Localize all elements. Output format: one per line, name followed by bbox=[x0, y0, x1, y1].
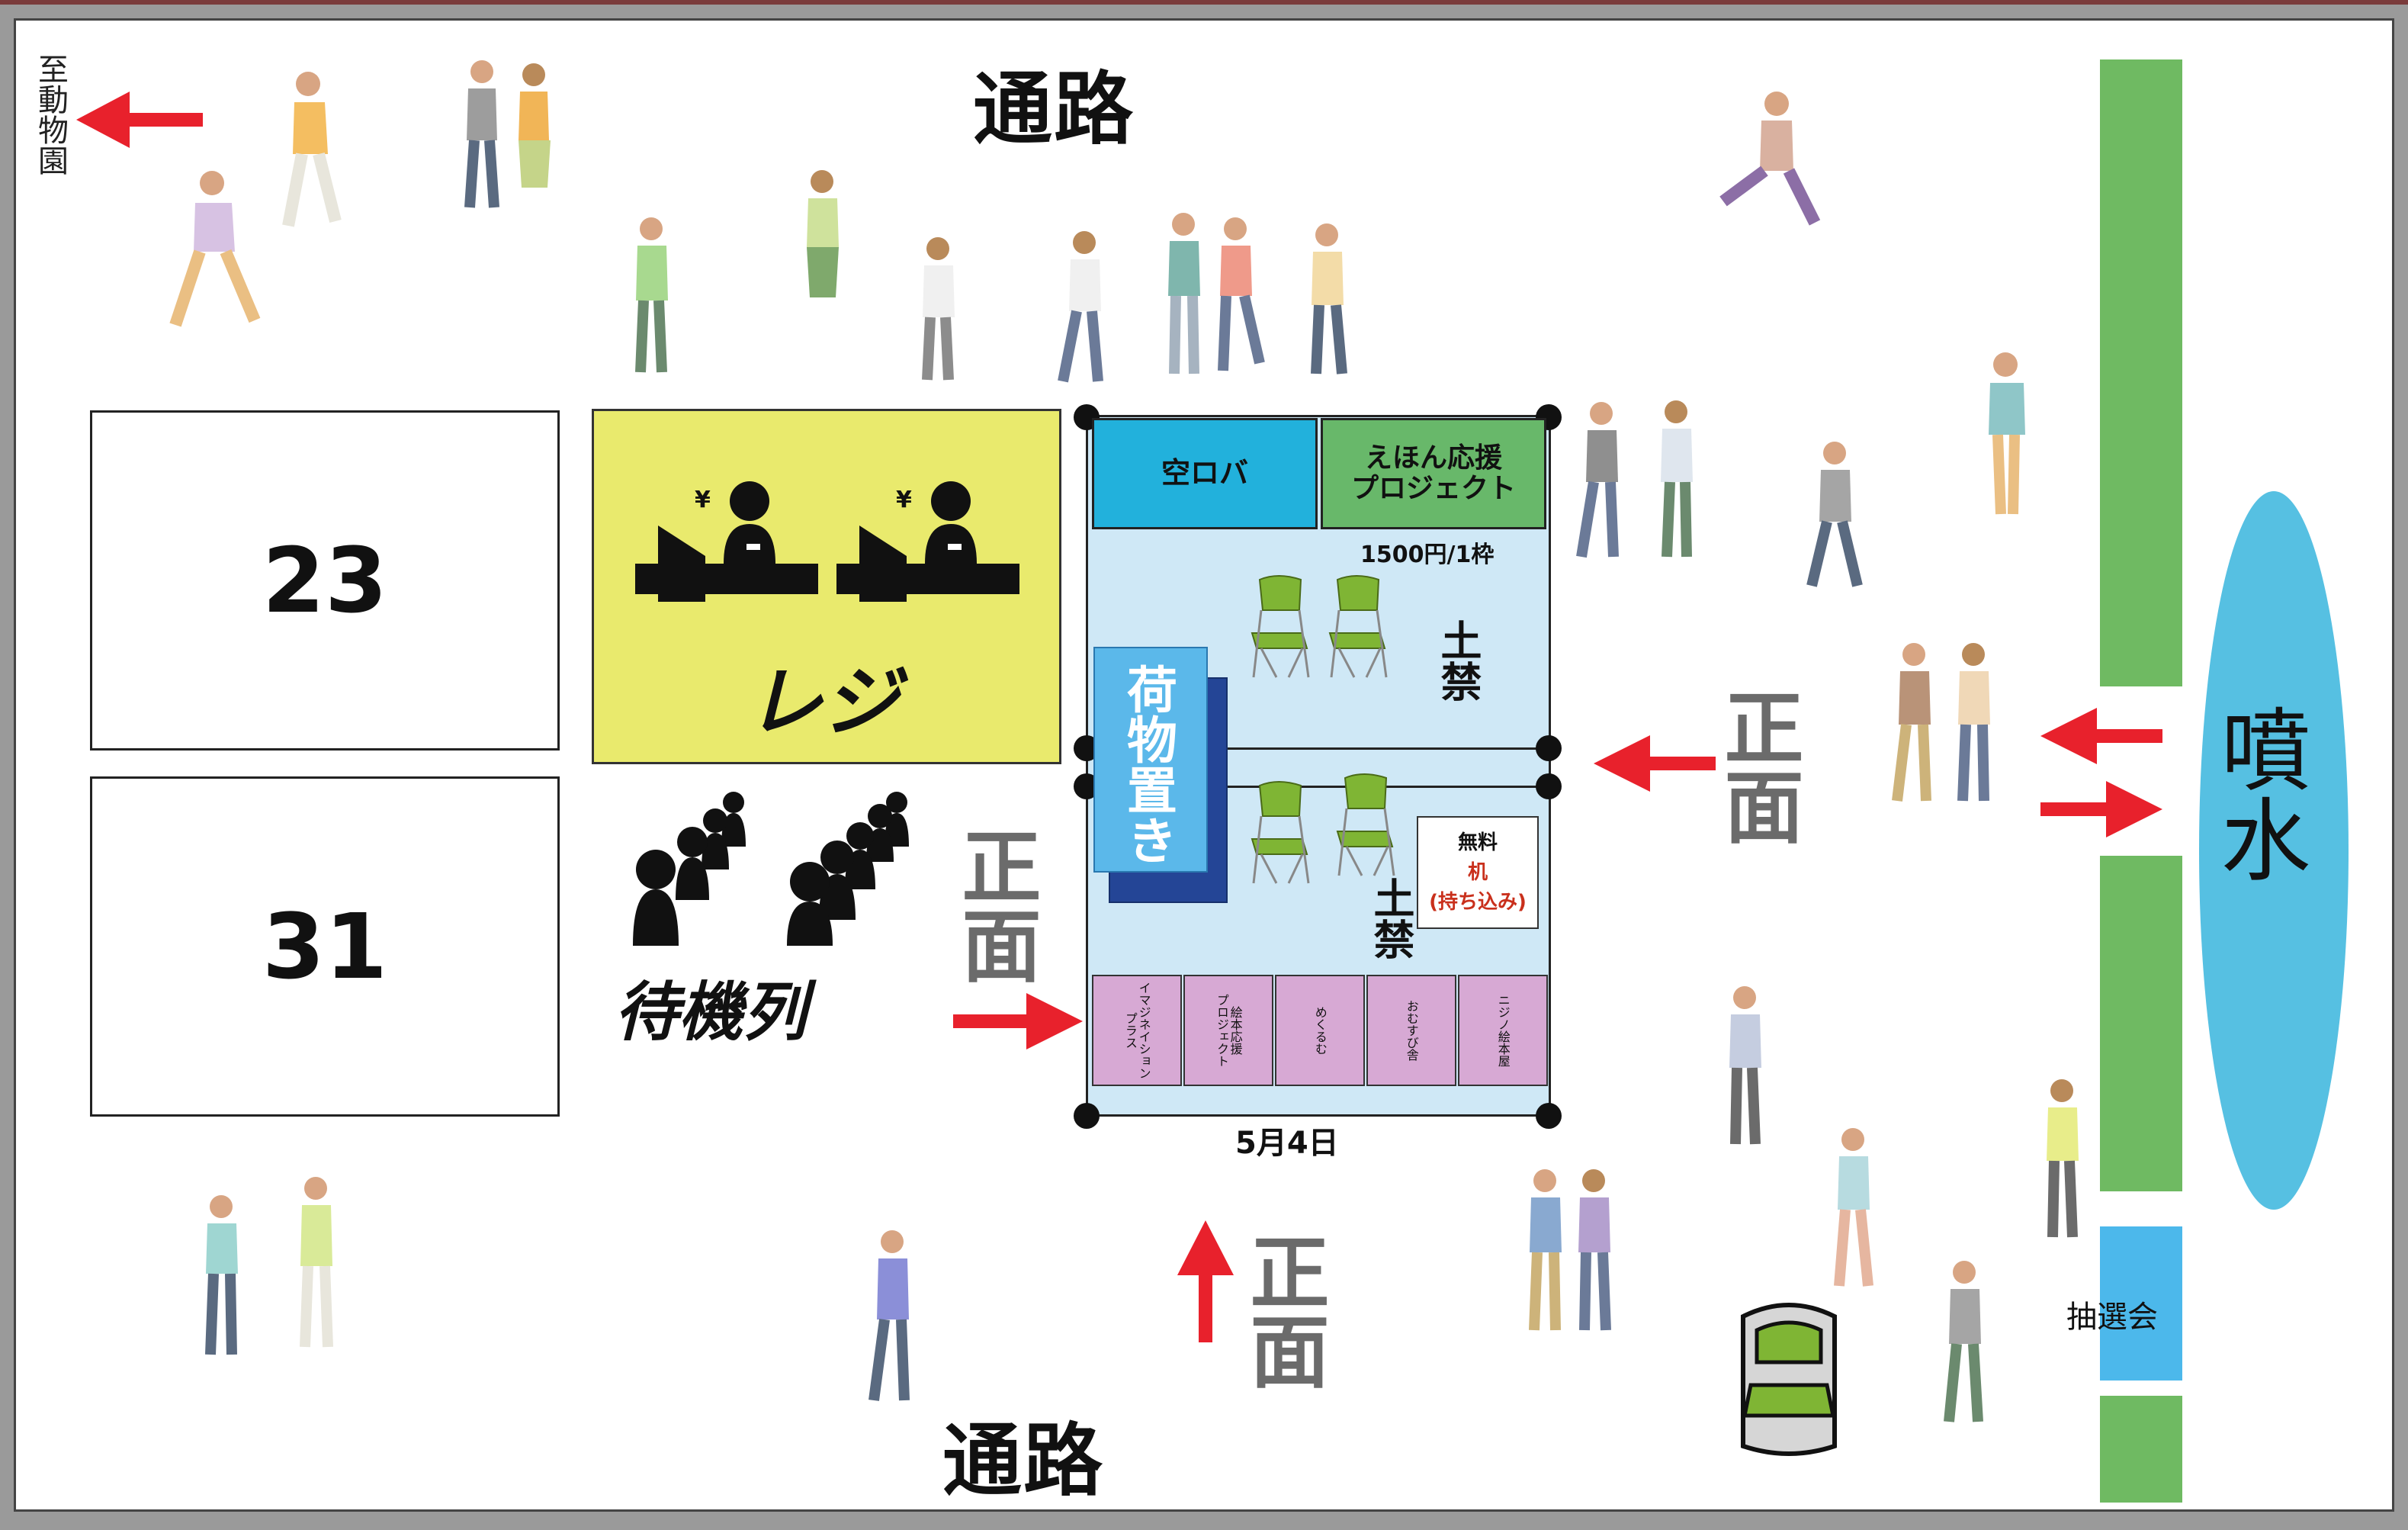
free-desk-desk: 机 bbox=[1467, 861, 1488, 884]
arrow-up-icon bbox=[1177, 1220, 1234, 1342]
booth-sorabako-label: 空ロバ bbox=[1161, 456, 1248, 490]
booth-ehon-project: えほん応援 プロジェクト bbox=[1321, 418, 1546, 529]
register-label: レジ bbox=[746, 657, 899, 747]
pedestrian-icon bbox=[1989, 352, 2025, 515]
pedestrian-icon bbox=[1058, 231, 1103, 383]
booth-nijino-ehonya: ニジノ絵本屋 bbox=[1458, 975, 1548, 1086]
pedestrian-icon bbox=[282, 72, 342, 227]
pedestrian-icon bbox=[1944, 1261, 1983, 1422]
cashier-area: ¥ ¥ レジ bbox=[592, 409, 1061, 764]
date-label: 5月4日 bbox=[1235, 1126, 1339, 1161]
pedestrian-icon bbox=[464, 60, 551, 208]
arrow-right-icon bbox=[2040, 781, 2162, 837]
queue-people-icon bbox=[633, 792, 909, 946]
window-top-edge bbox=[0, 0, 2408, 5]
green-strip bbox=[2100, 59, 2182, 686]
booth-ehon-ouen-label: 絵本応援 プロジェクト bbox=[1215, 994, 1243, 1067]
price-label: 1500円/1枠 bbox=[1360, 542, 1495, 568]
fountain-label: 噴水 bbox=[2204, 703, 2310, 883]
free-desk-box: 無料 机 (持ち込み) bbox=[1417, 816, 1539, 929]
free-desk-free: 無料 bbox=[1457, 831, 1498, 854]
chair-sign-icon bbox=[1741, 1303, 1837, 1456]
lottery-label: 抽選会 bbox=[2066, 1300, 2158, 1335]
arrow-left-icon bbox=[1594, 735, 1716, 792]
chair-icon bbox=[1336, 773, 1395, 876]
pedestrian-icon bbox=[2047, 1079, 2079, 1238]
passage-bottom-label: 通路 bbox=[942, 1414, 1105, 1507]
booth-ehon-project-label: えほん応援 プロジェクト bbox=[1350, 442, 1516, 504]
no-shoes-label-lower: 土禁 bbox=[1366, 877, 1414, 959]
pedestrian-icon bbox=[1168, 213, 1347, 374]
pedestrian-icon bbox=[1719, 92, 1821, 226]
venue-divider bbox=[1086, 747, 1551, 750]
pedestrian-icon bbox=[635, 217, 668, 373]
booth-imagination-plus: イマジネイション プラス bbox=[1092, 975, 1182, 1086]
pedestrian-icon bbox=[807, 170, 839, 297]
pedestrian-icon bbox=[868, 1230, 910, 1401]
booth-omusubisha-label: おむすび舎 bbox=[1404, 1000, 1419, 1061]
yen-symbol-2: ¥ bbox=[896, 487, 912, 513]
booth-23-label: 23 bbox=[262, 528, 388, 633]
booth-imagination-plus-label: イマジネイション プラス bbox=[1123, 982, 1151, 1079]
corner-dot bbox=[1074, 1103, 1100, 1129]
pedestrian-icon bbox=[169, 171, 261, 327]
front-label-right: 正面 bbox=[1710, 686, 1803, 845]
no-shoes-label-upper: 土禁 bbox=[1434, 619, 1482, 702]
luggage-area: 荷物置き bbox=[1093, 647, 1208, 873]
booth-ehon-ouen: 絵本応援 プロジェクト bbox=[1183, 975, 1273, 1086]
to-zoo-arrow-icon bbox=[76, 92, 203, 148]
cashier-register-icon: ¥ bbox=[635, 481, 818, 602]
arrow-left-icon bbox=[2040, 708, 2162, 764]
queue-label: 待機列 bbox=[615, 975, 807, 1049]
booth-nijino-ehonya-label: ニジノ絵本屋 bbox=[1495, 994, 1511, 1067]
booth-omusubisha: おむすび舎 bbox=[1366, 975, 1456, 1086]
booth-31: 31 bbox=[90, 776, 560, 1117]
free-desk-bring-own: (持ち込み) bbox=[1429, 891, 1527, 914]
front-label-left: 正面 bbox=[948, 825, 1041, 984]
pedestrian-icon bbox=[1892, 643, 1990, 802]
green-strip bbox=[2100, 1396, 2182, 1503]
booth-23: 23 bbox=[90, 410, 560, 751]
front-label-bottom: 正面 bbox=[1236, 1231, 1329, 1390]
booth-sorabako: 空ロバ bbox=[1092, 418, 1318, 529]
chair-icon bbox=[1251, 575, 1310, 678]
pedestrian-icon bbox=[1834, 1128, 1873, 1287]
pedestrian-icon bbox=[1729, 986, 1761, 1145]
venue-divider bbox=[1086, 786, 1551, 788]
booth-31-label: 31 bbox=[262, 894, 388, 999]
yen-symbol-1: ¥ bbox=[695, 487, 711, 513]
corner-dot bbox=[1536, 773, 1562, 799]
to-zoo-label: 至動物園 bbox=[33, 53, 68, 175]
chair-icon bbox=[1251, 781, 1310, 884]
corner-dot bbox=[1536, 735, 1562, 761]
booth-mekurumu: めくるむ bbox=[1275, 975, 1365, 1086]
cashier-register-icon: ¥ bbox=[836, 481, 1019, 602]
pedestrian-icon bbox=[1529, 1169, 1611, 1331]
pedestrian-icon bbox=[205, 1177, 333, 1355]
green-strip bbox=[2100, 856, 2182, 1191]
luggage-label: 荷物置き bbox=[1119, 664, 1177, 865]
fountain bbox=[2199, 491, 2349, 1210]
corner-dot bbox=[1536, 1103, 1562, 1129]
lottery-area bbox=[2100, 1226, 2182, 1381]
pedestrian-icon bbox=[922, 237, 955, 381]
passage-top-label: 通路 bbox=[973, 63, 1135, 156]
chair-icon bbox=[1328, 575, 1388, 678]
pedestrian-icon bbox=[1576, 400, 1693, 558]
arrow-right-icon bbox=[953, 993, 1083, 1049]
pedestrian-icon bbox=[1806, 442, 1863, 587]
booth-mekurumu-label: めくるむ bbox=[1312, 1006, 1328, 1055]
